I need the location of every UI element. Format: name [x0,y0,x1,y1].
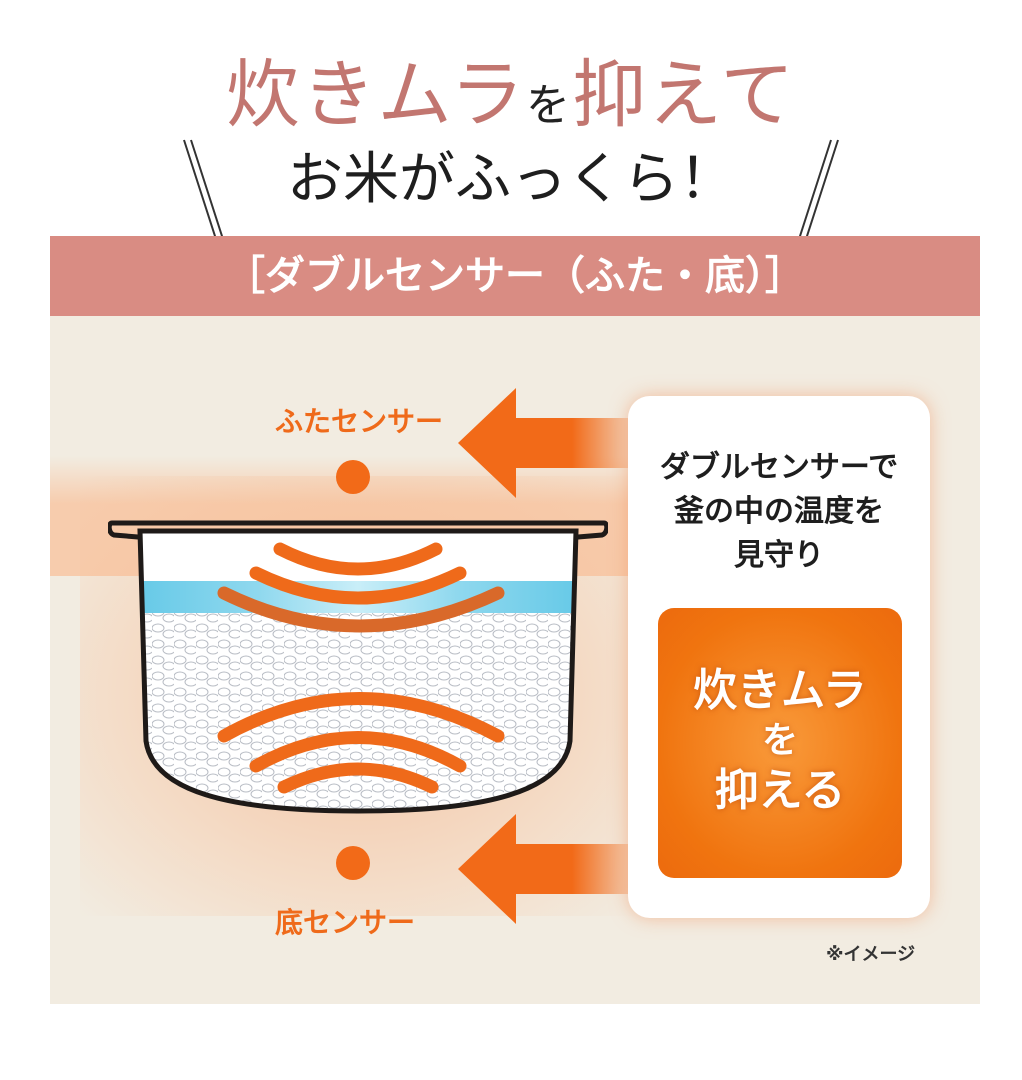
bottom-sensor-label: 底センサー [275,906,416,939]
highlight-line-2: を [761,720,798,761]
lid-left-arrow-icon [458,388,648,498]
card-line-1: ダブルセンサーで [659,450,899,485]
headline-line-1: 炊きムラを抑えて [0,50,1022,151]
lid-sensor-dot-icon [336,460,370,494]
lid-sensor-label: ふたセンサー [275,405,444,438]
headline-line-2: お米がふっくら！ [287,147,735,212]
highlight-line-3: 抑える [714,765,846,816]
rice-pot-icon [108,520,608,814]
card-line-2: 釜の中の温度を [674,494,884,529]
section-banner: ［ダブルセンサー（ふた・底）］ [50,236,980,316]
headline: 炊きムラを抑えて お米がふっくら！ [0,50,1022,265]
info-card: ダブルセンサーで 釜の中の温度を 見守り 炊きムラ を 抑える [628,396,930,918]
headline-part-2: 抑えて [572,52,797,138]
card-description: ダブルセンサーで 釜の中の温度を 見守り [628,446,930,578]
highlight-box: 炊きムラ を 抑える [658,608,902,878]
headline-part-1: 炊きムラ [225,52,526,138]
highlight-line-1: 炊きムラ [693,665,867,716]
lid-heat-wave-icon [217,542,505,633]
image-note: ※イメージ [826,944,916,965]
bottom-left-arrow-icon [458,814,648,924]
headline-particle: を [526,80,572,131]
card-line-3: 見守り [734,538,824,573]
bottom-heat-wave-icon [217,692,505,794]
bottom-sensor-dot-icon [336,846,370,880]
diagram-panel: ふたセンサー [50,316,980,1004]
